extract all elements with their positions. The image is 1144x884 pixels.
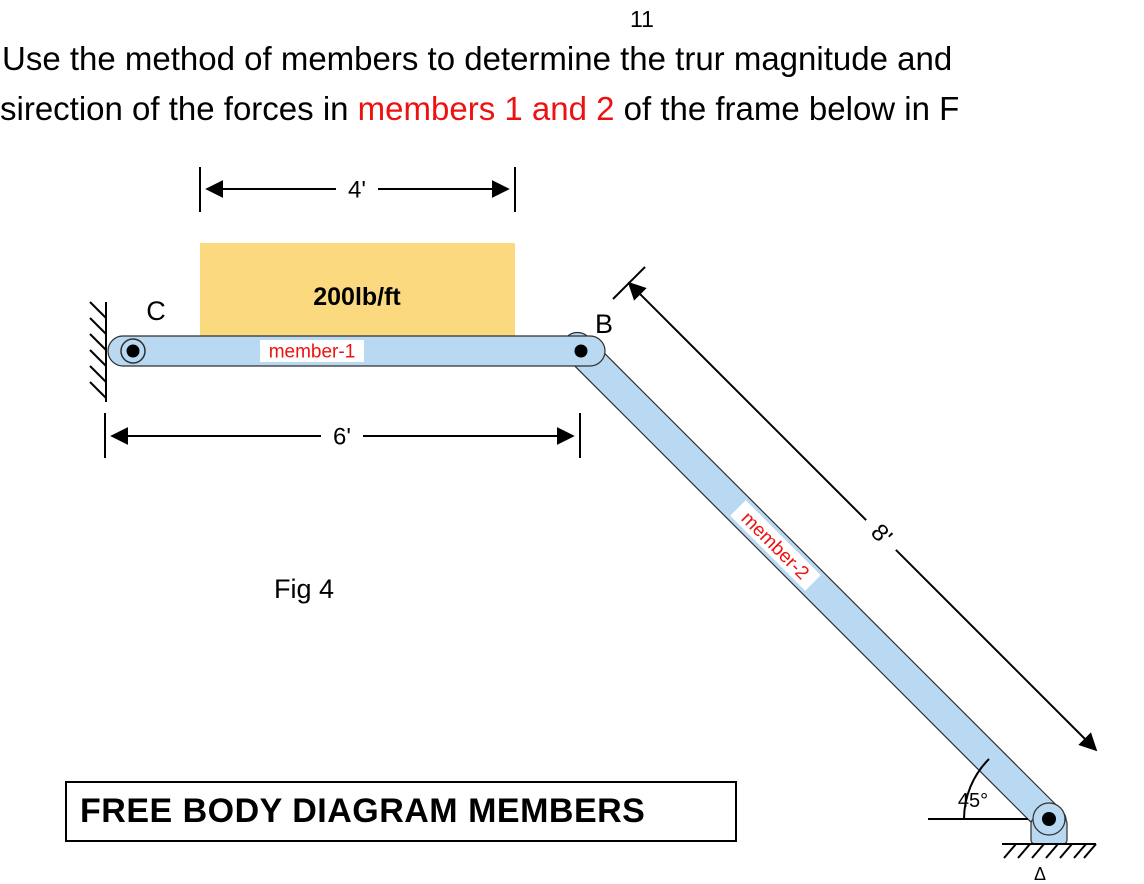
page-number: 11 xyxy=(630,6,654,32)
point-label-b: B xyxy=(595,309,613,339)
dimension-8ft-label-bg xyxy=(857,509,907,559)
load-value-label: 200lb/ft xyxy=(313,283,401,311)
angle-45: 45° xyxy=(928,758,1028,820)
ground-hatching xyxy=(1002,843,1097,859)
dimension-8ft-line xyxy=(627,281,1098,752)
pin-a xyxy=(1042,812,1056,826)
member-2-label: member-2 xyxy=(737,508,813,584)
dimension-8ft-tick xyxy=(612,266,646,300)
support-triangle-symbol: Δ xyxy=(1034,864,1046,884)
support-a: Δ xyxy=(1002,802,1097,884)
dimension-4ft-label-bg xyxy=(336,176,378,202)
fbd-title: FREE BODY DIAGRAM MEMBERS xyxy=(80,792,646,830)
dimension-6ft-label: 6' xyxy=(333,424,351,451)
member-1-label: member-1 xyxy=(269,342,356,363)
pin-c xyxy=(126,344,140,358)
angle-arc xyxy=(963,758,990,820)
member-2-bar xyxy=(561,331,1067,837)
dimension-8ft: 8' xyxy=(612,266,1098,752)
member-2-group: member-2 xyxy=(561,331,1067,837)
question-line-2: sirection of the forces in members 1 and… xyxy=(0,90,959,128)
point-label-c: C xyxy=(146,296,166,326)
question-line-2-prefix: sirection of the forces in xyxy=(0,90,358,127)
wall-hatching xyxy=(89,301,107,402)
dimension-4ft-ticks xyxy=(199,167,516,212)
dimension-6ft-ticks xyxy=(104,413,581,458)
figure-label: Fig 4 xyxy=(274,574,334,604)
dimension-6ft: 6' xyxy=(104,413,581,458)
angle-label: 45° xyxy=(958,790,988,812)
dimension-4ft-label: 4' xyxy=(348,177,366,204)
dimension-4ft: 4' xyxy=(199,167,516,212)
dimension-8ft-label-group: 8' xyxy=(857,509,907,559)
pin-b xyxy=(574,344,588,358)
dimension-6ft-label-bg xyxy=(321,423,363,449)
question-highlight: members 1 and 2 xyxy=(357,90,615,127)
distributed-load-block xyxy=(200,243,515,337)
question-line-2-suffix: of the frame below in F xyxy=(614,90,960,127)
question-line-1: Use the method of members to determine t… xyxy=(2,40,953,77)
pin-c-ring xyxy=(120,338,146,364)
fbd-title-box: FREE BODY DIAGRAM MEMBERS xyxy=(65,781,737,842)
member-1-label-bg xyxy=(260,340,364,362)
